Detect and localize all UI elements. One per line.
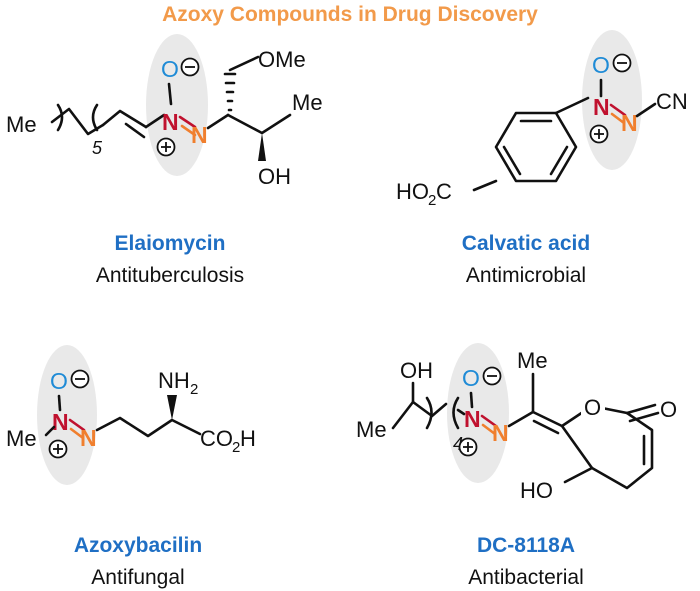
calvatic-ho-label: HO (396, 179, 429, 204)
elaiomycin-me2-label: Me (292, 90, 323, 115)
azoxybacilin-subscript-2b: 2 (232, 439, 240, 456)
elaiomycin-n-n-double (180, 124, 197, 137)
elaiomycin-n-plus: N (162, 109, 179, 135)
dc8118a-oxygen: O (462, 365, 480, 391)
dc8118a-structure: OH Me 4 O N N Me O O HO (356, 343, 677, 503)
calvatic-n-cn-bond (635, 102, 657, 118)
calvatic-n-n-double (610, 112, 626, 125)
dc8118a-repeat-count: 4 (453, 434, 463, 454)
dc8118a-chain-n-bond (456, 408, 466, 416)
elaiomycin-repeat-count: 5 (92, 138, 103, 158)
azoxybacilin-solid-wedge (167, 395, 177, 420)
calvatic-ring-cooh-bond (472, 179, 498, 192)
azoxybacilin-activity: Antifungal (91, 566, 184, 589)
azoxybacilin-n-n-bond (68, 418, 86, 432)
calvatic-c-label: C (436, 179, 452, 204)
dc8118a-left-paren (425, 396, 433, 430)
elaiomycin-chain-bond (50, 107, 105, 136)
calvatic-n-plus: N (593, 94, 610, 120)
azoxybacilin-subscript-2a: 2 (190, 381, 198, 398)
elaiomycin-oh-label: OH (258, 164, 291, 189)
dc8118a-ring-o-mask (581, 394, 605, 418)
dc8118a-n: N (492, 420, 509, 446)
calvatic-cn-label: CN (656, 89, 688, 114)
dc8118a-right-paren (452, 396, 460, 430)
dc8118a-chain-bond (391, 400, 448, 430)
azoxybacilin-chain-bond (95, 416, 202, 438)
elaiomycin-left-paren (56, 103, 64, 132)
dc8118a-ring-oxygen: O (584, 395, 601, 420)
elaiomycin-hash-wedge (223, 72, 237, 112)
calvatic-acid-activity: Antimicrobial (466, 264, 586, 287)
ring-double-3 (502, 145, 522, 176)
azoxybacilin-n-plus: N (52, 409, 69, 435)
dc8118a-exo-double-a (531, 410, 564, 428)
azoxybacilin-oxygen: O (50, 368, 68, 394)
calvatic-acid-name: Calvatic acid (462, 232, 590, 255)
calvatic-subscript-2: 2 (428, 192, 436, 209)
dc8118a-carbonyl-oxygen: O (660, 397, 677, 422)
elaiomycin-ome-label: OMe (258, 47, 306, 72)
ring-double-2 (549, 145, 569, 176)
azoxybacilin-h-label: H (240, 426, 256, 451)
elaiomycin-solid-wedge (258, 133, 266, 161)
dc8118a-me-label: Me (356, 417, 387, 442)
elaiomycin-me-label: Me (6, 112, 37, 137)
azoxybacilin-me-n-bond (44, 425, 56, 437)
dc8118a-n-n-double (481, 423, 497, 436)
elaiomycin-oxygen: O (161, 56, 179, 82)
dc8118a-n-c-bond (507, 410, 535, 428)
azoxybacilin-nh-label: NH (158, 368, 190, 393)
dc8118a-n-o-bond (469, 391, 474, 409)
calvatic-azoxy-highlight (582, 30, 642, 170)
dc8118a-n-plus: N (464, 406, 481, 432)
elaiomycin-n-n-bond (178, 115, 197, 129)
elaiomycin-n-o-bond (167, 82, 173, 106)
dc8118a-ho-label: HO (520, 478, 553, 503)
dc8118a-carbonyl-bond (625, 403, 657, 415)
elaiomycin-vinyl-double (124, 122, 146, 139)
elaiomycin-n-c-bond (206, 113, 230, 130)
dc8118a-c-oh2-bond (563, 466, 594, 484)
azoxybacilin-n-n-double (69, 427, 85, 440)
dc8118a-activity: Antibacterial (468, 566, 584, 589)
azoxybacilin-structure: Me O N N NH 2 CO 2 H (6, 345, 256, 485)
elaiomycin-structure: Me 5 O N N OMe OH Me (6, 34, 323, 189)
calvatic-benzene-ring (494, 111, 578, 183)
azoxybacilin-name: Azoxybacilin (74, 534, 202, 557)
azoxybacilin-n: N (80, 425, 97, 451)
calvatic-ring-n-bond (554, 96, 590, 115)
dc8118a-carbonyl-double (628, 411, 660, 423)
dc8118a-me2-label: Me (517, 348, 548, 373)
elaiomycin-n: N (191, 122, 208, 148)
calvatic-n: N (621, 110, 638, 136)
dc8118a-oh-label: OH (400, 358, 433, 383)
calvatic-acid-structure: HO 2 C O N N CN (396, 30, 688, 209)
dc8118a-exo-double-b (532, 419, 560, 435)
calvatic-n-n-bond (609, 103, 627, 117)
azoxybacilin-co-label: CO (200, 426, 233, 451)
elaiomycin-vinyl-bond (101, 109, 148, 129)
azoxybacilin-me-label: Me (6, 426, 37, 451)
elaiomycin-right-paren (91, 103, 99, 132)
elaiomycin-name: Elaiomycin (115, 232, 226, 255)
dc8118a-n-n-bond (480, 414, 498, 428)
dc8118a-name: DC-8118A (477, 534, 575, 557)
elaiomycin-activity: Antituberculosis (96, 264, 244, 287)
figure-title: Azoxy Compounds in Drug Discovery (162, 3, 538, 26)
elaiomycin-ch2-o-bond (228, 55, 260, 72)
azoxybacilin-n-o-bond (57, 394, 62, 412)
elaiomycin-backbone-bond (226, 113, 292, 135)
calvatic-oxygen: O (592, 52, 610, 78)
elaiomycin-vinyl-n-bond (144, 113, 166, 129)
